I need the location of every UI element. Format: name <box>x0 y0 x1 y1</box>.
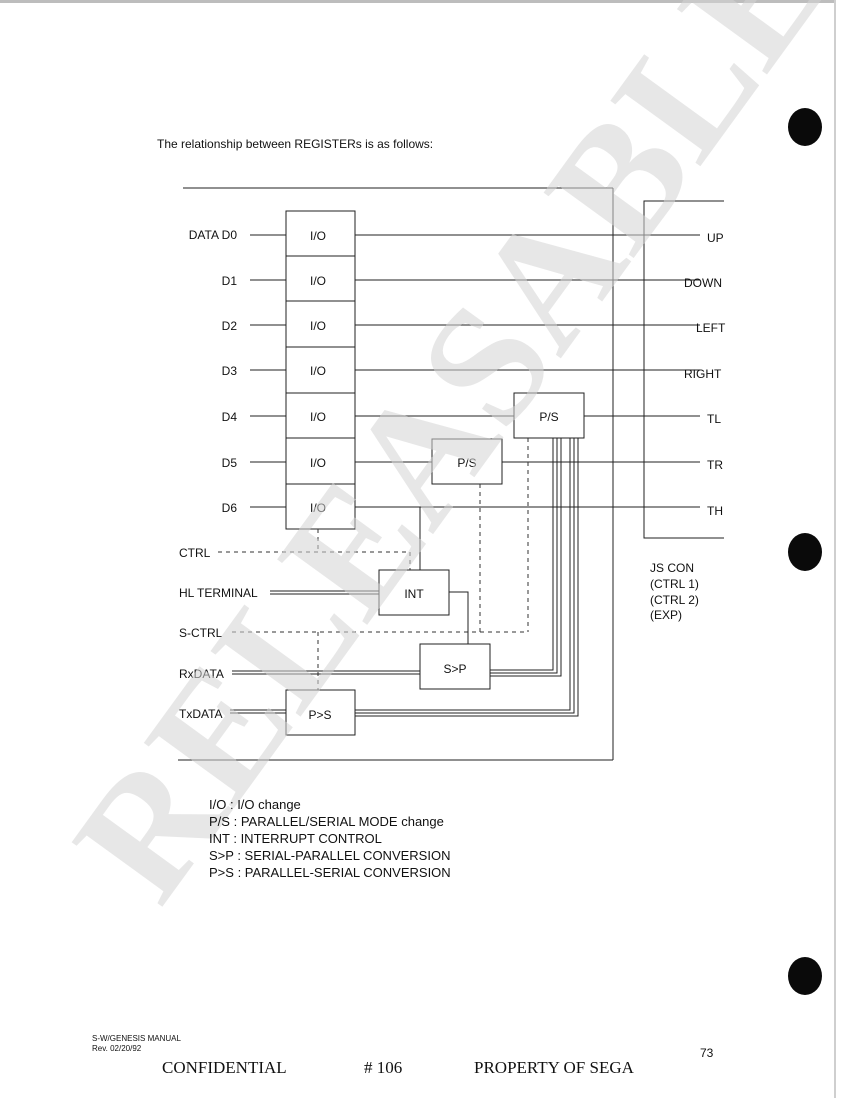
pgs-feedback-line-a <box>355 438 571 711</box>
output-label-left: LEFT <box>696 321 726 335</box>
io-box-d1 <box>285 255 356 302</box>
legend-row: S>P : SERIAL-PARALLEL CONVERSION <box>209 847 451 864</box>
input-label-d3: D3 <box>222 364 238 378</box>
legend-abbr: I/O <box>209 797 227 812</box>
output-label-right: RIGHT <box>684 367 722 381</box>
input-label-d4: D4 <box>222 410 238 424</box>
binder-hole-top <box>788 108 822 146</box>
legend-desc: : SERIAL-PARALLEL CONVERSION <box>237 848 451 863</box>
sp-box <box>419 643 491 690</box>
sp-label: S>P <box>443 662 466 676</box>
input-label-d1: D1 <box>222 274 238 288</box>
footer-doc-number: # 106 <box>364 1058 403 1077</box>
legend-abbr: INT <box>209 831 230 846</box>
legend-desc: : INTERRUPT CONTROL <box>233 831 382 846</box>
page-number: 73 <box>700 1046 714 1060</box>
io-label-d4: I/O <box>310 410 326 424</box>
input-label-d2: D2 <box>222 319 238 333</box>
legend-row: I/O : I/O change <box>209 796 451 813</box>
int-to-sp-link <box>449 591 469 644</box>
s-ctrl-label: S-CTRL <box>179 626 223 640</box>
legend-abbr: P/S <box>209 814 230 829</box>
sp-feedback-line-a <box>490 438 554 671</box>
js-con-ctrl2: (CTRL 2) <box>650 593 699 607</box>
ctrl-label: CTRL <box>179 546 211 560</box>
hl-terminal-label: HL TERMINAL <box>179 586 258 600</box>
page-top-edge <box>0 0 834 3</box>
footer-manual-info: S-W/GENESIS MANUAL Rev. 02/20/92 <box>92 1034 181 1054</box>
output-label-up: UP <box>707 231 724 245</box>
legend-row: P>S : PARALLEL-SERIAL CONVERSION <box>209 864 451 881</box>
io-label-d0: I/O <box>310 229 326 243</box>
io-label-d6: I/O <box>310 501 326 515</box>
js-con-ctrl1: (CTRL 1) <box>650 577 699 591</box>
output-label-tr: TR <box>707 458 723 472</box>
binder-hole-middle <box>788 533 822 571</box>
io-label-d5: I/O <box>310 456 326 470</box>
ps-label-tr: P/S <box>457 456 476 470</box>
sp-feedback-line-b <box>490 438 558 674</box>
io-label-d3: I/O <box>310 364 326 378</box>
txdata-label: TxDATA <box>179 707 223 721</box>
releasable-watermark: RELEASABLE <box>38 0 848 932</box>
footer-revision: Rev. 02/20/92 <box>92 1044 142 1053</box>
input-label-d5: D5 <box>222 456 238 470</box>
legend-abbr: S>P <box>209 848 234 863</box>
output-label-th: TH <box>707 504 723 518</box>
input-label-d6: D6 <box>222 501 238 515</box>
pgs-label: P>S <box>308 708 331 722</box>
int-box <box>378 569 450 616</box>
footer-confidential: CONFIDENTIAL <box>162 1058 287 1077</box>
ps-label-tl: P/S <box>539 410 558 424</box>
legend-row: INT : INTERRUPT CONTROL <box>209 830 451 847</box>
output-label-down: DOWN <box>684 276 722 290</box>
pgs-box <box>285 689 356 736</box>
legend-abbr: P>S <box>209 865 234 880</box>
binder-hole-bottom <box>788 957 822 995</box>
legend-desc: : PARALLEL/SERIAL MODE change <box>233 814 444 829</box>
legend-desc: : PARALLEL-SERIAL CONVERSION <box>237 865 451 880</box>
ps-box-tl <box>513 392 585 439</box>
pgs-feedback-line-b <box>355 438 575 714</box>
js-con-exp: (EXP) <box>650 608 682 622</box>
pgs-feedback-line-c <box>355 438 579 717</box>
legend-row: P/S : PARALLEL/SERIAL MODE change <box>209 813 451 830</box>
rxdata-label: RxDATA <box>179 667 224 681</box>
io-box-d0 <box>285 210 356 257</box>
legend: I/O : I/O change P/S : PARALLEL/SERIAL M… <box>209 796 451 881</box>
int-label: INT <box>404 587 424 601</box>
footer-property: PROPERTY OF SEGA <box>474 1058 634 1077</box>
output-label-tl: TL <box>707 412 721 426</box>
legend-desc: : I/O change <box>229 797 301 812</box>
io-label-d2: I/O <box>310 319 326 333</box>
footer-manual-title: S-W/GENESIS MANUAL <box>92 1034 181 1043</box>
input-label-d0: DATA D0 <box>189 228 238 242</box>
io-box-d5 <box>285 437 356 485</box>
intro-text: The relationship between REGISTERs is as… <box>157 137 434 151</box>
ps-box-tr <box>431 438 503 485</box>
sp-feedback-line-c <box>490 438 562 677</box>
io-box-d6 <box>285 483 356 530</box>
js-con-label: JS CON <box>650 561 694 575</box>
io-box-d2 <box>285 300 356 348</box>
io-label-d1: I/O <box>310 274 326 288</box>
io-box-d4 <box>285 392 356 439</box>
